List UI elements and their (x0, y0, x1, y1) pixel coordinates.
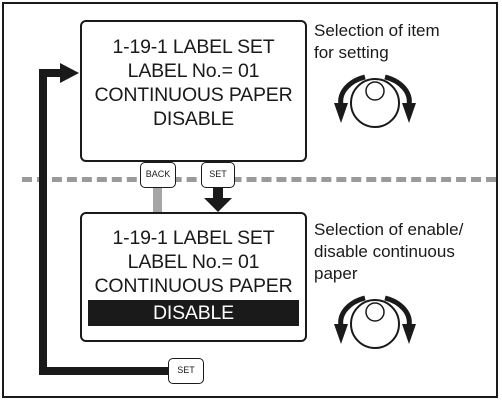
note-line: paper (314, 264, 358, 283)
back-arrow-shaft (153, 187, 162, 212)
note-line: disable continuous (314, 242, 455, 261)
lcd-line: CONTINUOUS PAPER (94, 275, 293, 297)
lcd-screen-value-select: 1-19-1 LABEL SET LABEL No.= 01 CONTINUOU… (80, 212, 307, 342)
set-arrow-shaft (213, 187, 223, 199)
lcd-line: 1-19-1 LABEL SET (112, 227, 275, 249)
back-key[interactable]: BACK (140, 162, 176, 188)
set-key[interactable]: SET (201, 162, 235, 188)
jog-dial-icon (334, 295, 416, 349)
lcd-line: 1-19-1 LABEL SET (112, 36, 275, 58)
diagram-frame (2, 2, 498, 398)
set-arrow-head (204, 198, 232, 212)
lcd-line: CONTINUOUS PAPER (94, 84, 293, 106)
lcd-selected-value: DISABLE (88, 300, 299, 326)
lcd-screen-item-select: 1-19-1 LABEL SET LABEL No.= 01 CONTINUOU… (80, 20, 307, 162)
lcd-line: LABEL No.= 01 (127, 251, 260, 273)
note-line: for setting (314, 43, 389, 62)
dashed-divider (22, 177, 496, 182)
loop-arrow-head (60, 63, 79, 83)
note-value-selection: Selection of enable/ disable continuous … (314, 219, 463, 285)
jog-dial-icon (334, 74, 416, 128)
note-line: Selection of item (314, 21, 440, 40)
lcd-line: DISABLE (153, 108, 234, 130)
set-key-loop[interactable]: SET (168, 358, 204, 384)
note-line: Selection of enable/ (314, 220, 464, 239)
note-item-selection: Selection of item for setting (314, 20, 440, 64)
lcd-line: LABEL No.= 01 (127, 60, 260, 82)
loop-arrow (39, 69, 168, 375)
